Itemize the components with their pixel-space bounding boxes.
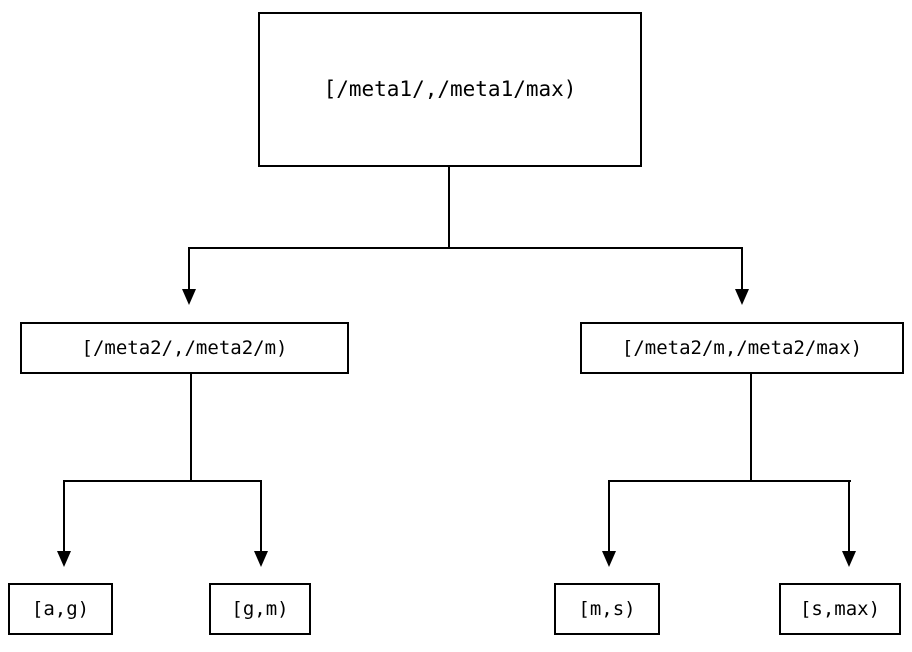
arrowhead-mid-left-to-leaf-a-g <box>57 551 71 567</box>
edge-mid-right-stem <box>750 374 752 481</box>
tree-node-leaf-a-g[interactable]: [a,g) <box>8 583 113 635</box>
tree-node-leaf-s-max[interactable]: [s,max) <box>779 583 901 635</box>
edge-mid-left-drop-right <box>260 480 262 551</box>
edge-root-bar <box>189 247 743 249</box>
arrowhead-mid-left-to-leaf-g-m <box>254 551 268 567</box>
arrowhead-root-to-mid-right <box>735 289 749 305</box>
edge-mid-right-drop-left <box>608 480 610 551</box>
edge-mid-left-stem <box>190 374 192 481</box>
tree-node-label: [/meta2/m,/meta2/max) <box>621 336 863 359</box>
tree-node-label: [a,g) <box>31 597 90 620</box>
edge-mid-left-drop-left <box>63 480 65 551</box>
arrowhead-mid-right-to-leaf-m-s <box>602 551 616 567</box>
arrowhead-mid-right-to-leaf-s-max <box>842 551 856 567</box>
edge-mid-right-bar <box>609 480 851 482</box>
edge-mid-left-bar <box>64 480 262 482</box>
edge-mid-right-drop-right <box>848 480 850 551</box>
edge-root-drop-right <box>741 247 743 290</box>
tree-node-label: [g,m) <box>231 597 289 620</box>
tree-node-root[interactable]: [/meta1/,/meta1/max) <box>258 12 642 167</box>
tree-node-leaf-g-m[interactable]: [g,m) <box>209 583 311 635</box>
tree-node-leaf-m-s[interactable]: [m,s) <box>554 583 660 635</box>
tree-node-label: [s,max) <box>799 597 881 620</box>
edge-root-drop-left <box>188 247 190 290</box>
edge-root-stem <box>448 167 450 248</box>
tree-node-label: [/meta2/,/meta2/m) <box>81 336 288 359</box>
tree-node-mid-left[interactable]: [/meta2/,/meta2/m) <box>20 322 349 374</box>
tree-node-label: [/meta1/,/meta1/max) <box>323 77 577 101</box>
tree-node-label: [m,s) <box>578 597 636 620</box>
tree-node-mid-right[interactable]: [/meta2/m,/meta2/max) <box>580 322 904 374</box>
arrowhead-root-to-mid-left <box>182 289 196 305</box>
